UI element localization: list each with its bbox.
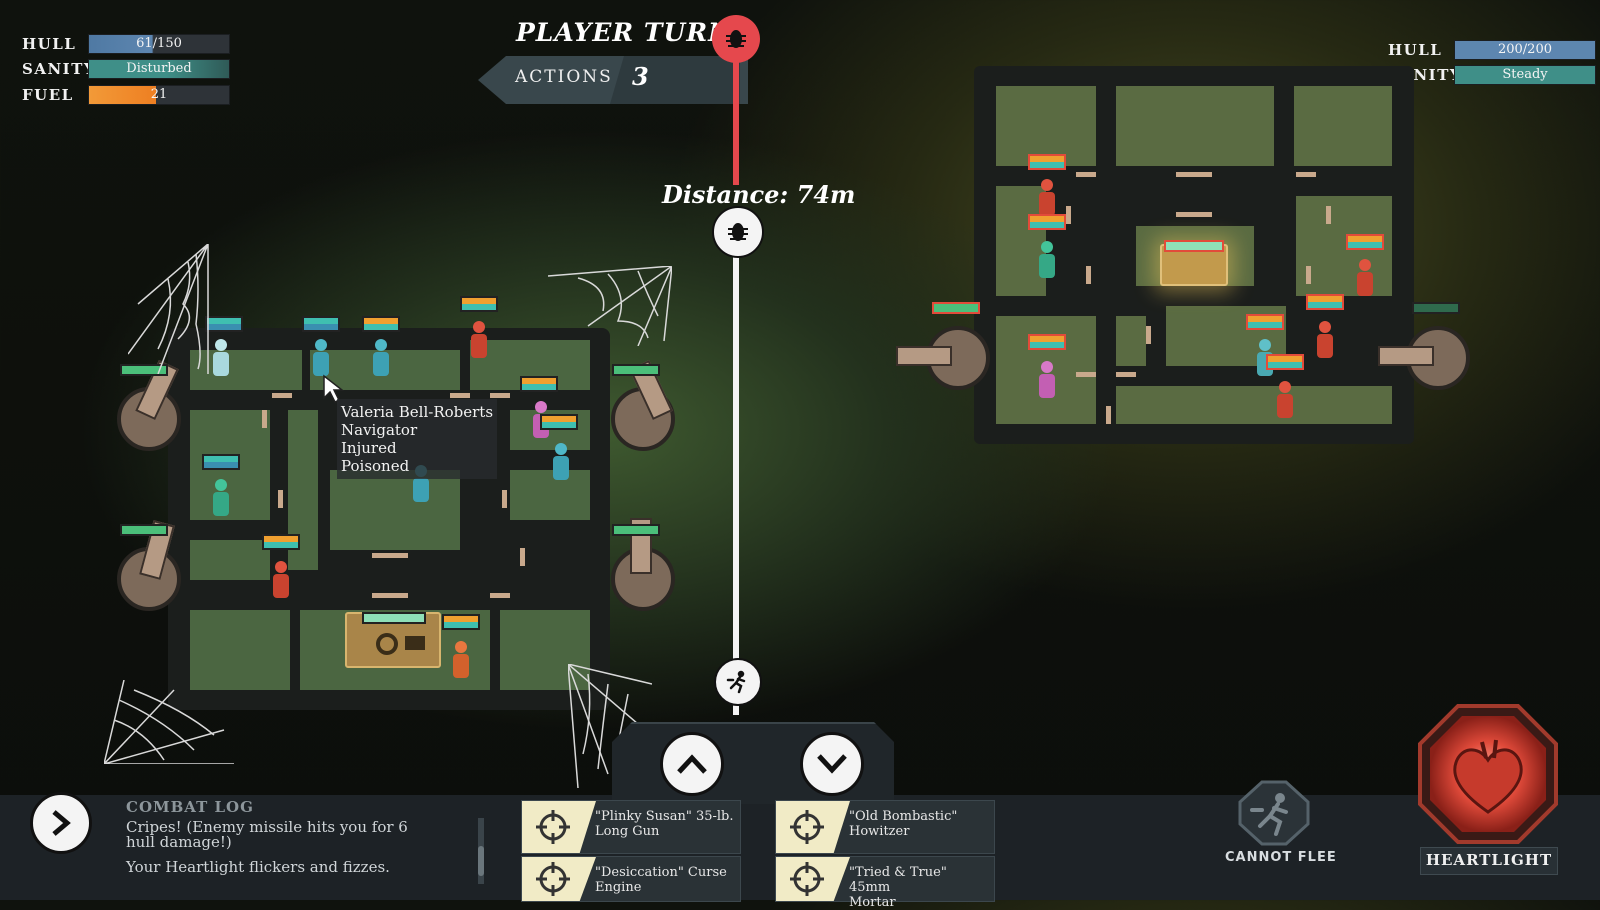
enemy-hull-row: HULL 200/200 [1388, 40, 1596, 60]
sanity-label: SANITY [22, 60, 97, 78]
scroll-up-button[interactable] [660, 732, 724, 796]
spiderweb-icon [128, 244, 209, 374]
tooltip-crew-role: Navigator [341, 421, 418, 439]
engine-console[interactable] [345, 612, 441, 668]
scroll-down-button[interactable] [800, 732, 864, 796]
enemy-sanity-row: SANITY Steady [1388, 65, 1596, 85]
crosshair-icon [522, 857, 596, 901]
enemy-sanity-bar: Steady [1454, 65, 1596, 85]
room[interactable] [1116, 316, 1146, 366]
player-position-icon [714, 658, 762, 706]
chevron-up-icon [677, 754, 707, 774]
crew-tooltip: Valeria Bell-Roberts Navigator Injured P… [337, 399, 497, 479]
tooltip-crew-name: Valeria Bell-Roberts [341, 403, 494, 421]
enemy-engine-console[interactable] [1160, 240, 1228, 286]
weapon-label: "Plinky Susan" 35-lb.Long Gun [595, 809, 734, 839]
weapon-button[interactable]: "Plinky Susan" 35-lb.Long Gun [521, 800, 741, 854]
enemy-hull-label: HULL [1388, 41, 1443, 59]
hull-bar: 61/150 [88, 34, 230, 54]
room[interactable] [190, 610, 290, 690]
room[interactable] [500, 610, 590, 690]
crosshair-icon [776, 857, 850, 901]
sanity-bar: Disturbed [88, 59, 230, 79]
distance-readout: Distance: 74m [662, 180, 856, 209]
sanity-value: Disturbed [126, 61, 192, 76]
room[interactable] [510, 470, 590, 520]
weapon-button[interactable]: "Old Bombastic"Howitzer [775, 800, 995, 854]
flee-button[interactable] [1238, 780, 1310, 846]
room[interactable] [996, 86, 1096, 166]
enemy-hull-value: 200/200 [1497, 42, 1552, 57]
room[interactable] [330, 470, 460, 550]
crosshair-icon [776, 801, 850, 853]
spiderweb-icon [104, 680, 234, 764]
spiderweb-icon [548, 266, 672, 346]
combat-log-line: Cripes! (Enemy missile hits you for 6 [126, 818, 408, 836]
room[interactable] [190, 540, 270, 580]
enemy-position-icon [712, 206, 764, 258]
actions-count: 3 [632, 62, 649, 91]
actions-plate-inner [610, 56, 740, 104]
flee-icon [1238, 780, 1310, 846]
distance-track-red [733, 55, 739, 185]
combat-log-line: Your Heartlight flickers and fizzes. [126, 858, 390, 876]
player-fuel-row: FUEL 21 [22, 85, 230, 105]
room[interactable] [996, 186, 1046, 296]
log-scrollbar[interactable] [478, 818, 484, 884]
chevron-right-icon [52, 810, 71, 836]
hull-value: 61/150 [136, 36, 182, 51]
fuel-value: 21 [150, 87, 168, 102]
actions-label: ACTIONS [515, 67, 613, 87]
heartlight-button[interactable] [1416, 702, 1560, 846]
heartlight-label: HEARTLIGHT [1425, 851, 1553, 869]
fuel-bar: 21 [88, 85, 230, 105]
chevron-down-icon [817, 754, 847, 774]
player-hull-row: HULL 61/150 [22, 34, 230, 54]
enemy-marker-icon [712, 15, 760, 63]
distance-track-white [733, 245, 739, 715]
room[interactable] [1294, 86, 1392, 166]
tooltip-status-2: Poisoned [341, 457, 410, 475]
flee-label: CANNOT FLEE [1225, 850, 1337, 865]
crosshair-icon [522, 801, 596, 853]
weapon-label: "Old Bombastic"Howitzer [849, 809, 958, 839]
enemy-hull-bar: 200/200 [1454, 40, 1596, 60]
player-sanity-row: SANITY Disturbed [22, 59, 230, 79]
tooltip-status-1: Injured [341, 439, 397, 457]
hull-label: HULL [22, 35, 77, 53]
end-turn-button[interactable] [30, 792, 92, 854]
heart-icon [1418, 704, 1558, 844]
room[interactable] [1116, 386, 1392, 424]
heartlight-plate [1420, 847, 1558, 875]
combat-log-title: COMBAT LOG [126, 798, 254, 816]
turn-title: PLAYER TURN [516, 18, 732, 47]
room[interactable] [1116, 86, 1274, 166]
gear-icon [376, 633, 425, 655]
enemy-sanity-value: Steady [1502, 67, 1548, 82]
combat-log-line: hull damage!) [126, 833, 232, 851]
fuel-label: FUEL [22, 86, 74, 104]
